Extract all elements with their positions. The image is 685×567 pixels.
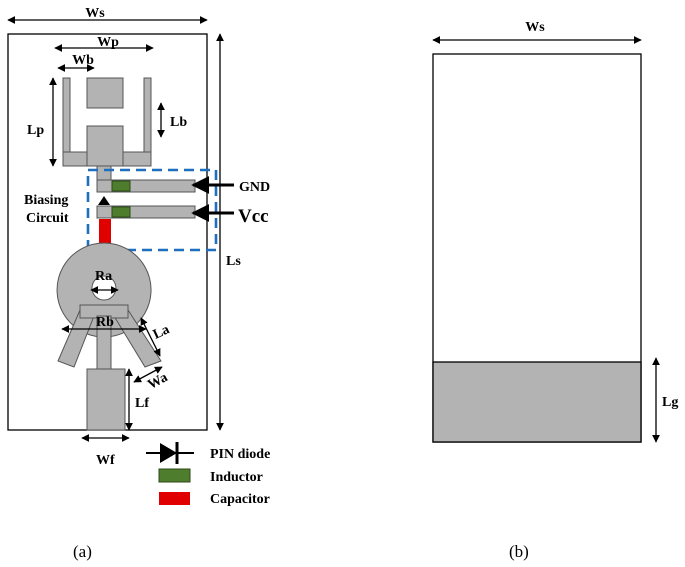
biasing-circuit-box xyxy=(86,168,218,252)
label-lf: Lf xyxy=(135,396,149,411)
label-lg: Lg xyxy=(662,395,678,410)
label-vcc: Vcc xyxy=(238,206,269,227)
label-rb: Rb xyxy=(96,315,114,330)
legend: PIN diode Inductor Capacitor xyxy=(146,442,270,507)
legend-inductor-label: Inductor xyxy=(210,470,263,485)
label-ws-a: Ws xyxy=(85,6,105,21)
dim-wa xyxy=(133,366,163,383)
caption-a: (a) xyxy=(73,542,92,561)
label-ls: Ls xyxy=(226,254,241,269)
legend-inductor-swatch xyxy=(158,468,191,483)
label-wp: Wp xyxy=(97,35,119,50)
legend-diode-triangle xyxy=(160,443,177,463)
inductor-gnd xyxy=(111,180,131,192)
label-biasing-line2: Circuit xyxy=(26,211,69,226)
legend-capacitor-label: Capacitor xyxy=(210,492,270,507)
dim-la xyxy=(140,317,161,357)
inductor-vcc xyxy=(111,206,131,218)
label-lb: Lb xyxy=(170,115,187,130)
label-gnd: GND xyxy=(239,180,270,195)
label-la: La xyxy=(151,322,172,343)
feed-line xyxy=(86,368,126,431)
figure-b-back-view: Ws Lg (b) xyxy=(432,20,678,561)
label-wf: Wf xyxy=(96,453,115,468)
patch-square xyxy=(86,77,124,109)
capacitor-symbol xyxy=(99,219,111,244)
patch-stem xyxy=(86,125,124,167)
legend-capacitor-swatch xyxy=(159,492,190,505)
label-ws-b: Ws xyxy=(525,20,545,35)
label-lp: Lp xyxy=(27,123,44,138)
label-ra: Ra xyxy=(95,269,112,284)
figure-a-front-view: Ws Wp Wb Lp Lb GND Vcc Biasing Circuit L… xyxy=(7,6,270,561)
ground-plane xyxy=(432,361,642,443)
pin-diode-symbol xyxy=(98,196,110,205)
label-wb: Wb xyxy=(72,53,94,68)
legend-pin-diode-label: PIN diode xyxy=(210,447,270,462)
label-biasing-line1: Biasing xyxy=(24,193,68,208)
patch-feed-stub xyxy=(96,165,112,181)
top-patch xyxy=(62,77,152,181)
caption-b: (b) xyxy=(509,542,529,561)
